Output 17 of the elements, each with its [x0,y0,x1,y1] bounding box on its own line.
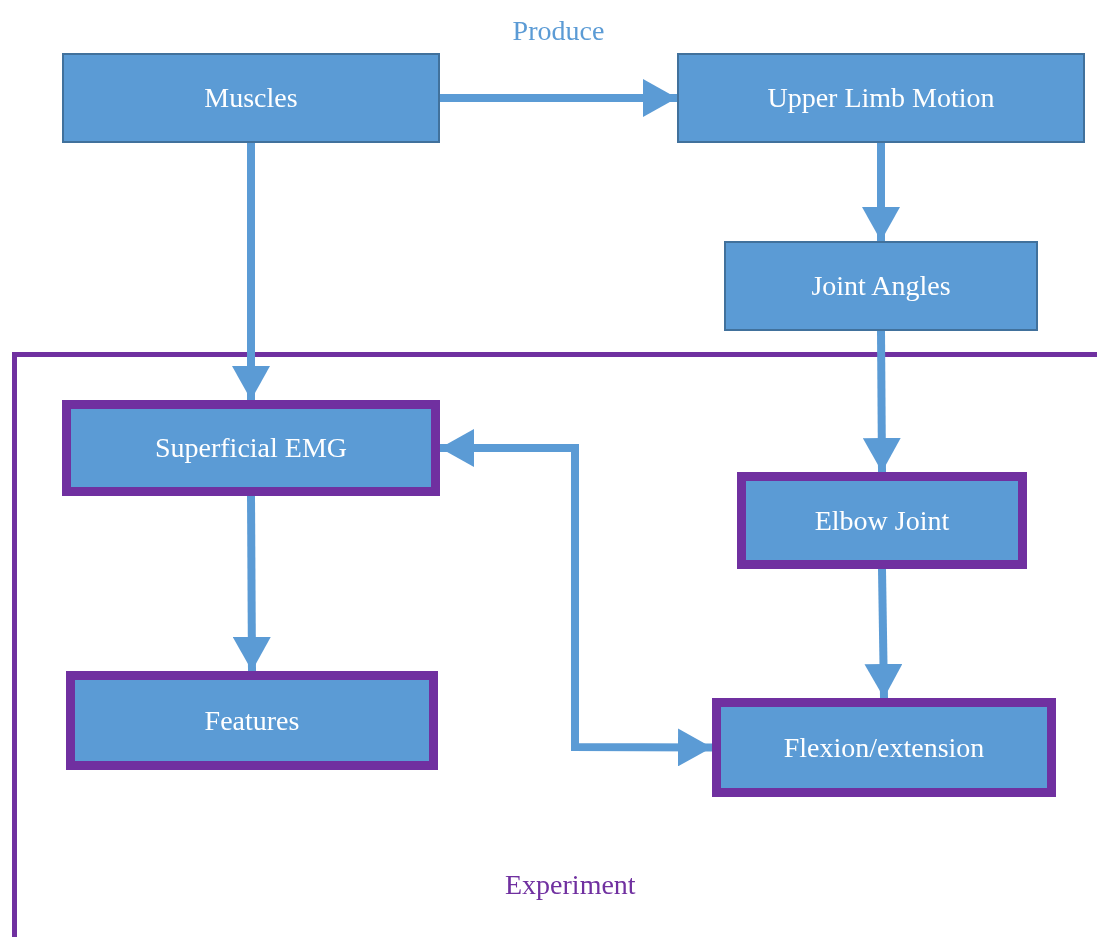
edge-label: Produce [512,14,605,48]
arrow [232,143,270,400]
arrow [440,429,712,767]
process-box: Elbow Joint [737,472,1027,569]
process-box: Features [66,671,438,770]
process-box: Superficial EMG [62,400,440,496]
arrow [864,568,903,699]
arrow [862,143,900,241]
group-label: Experiment [505,868,636,902]
arrow [862,330,901,473]
arrow [232,495,271,672]
arrow [440,79,677,117]
process-box: Flexion/extension [712,698,1056,797]
process-box: Muscles [62,53,440,143]
process-box: Joint Angles [724,241,1038,331]
process-box: Upper Limb Motion [677,53,1085,143]
group-frame [12,352,1097,937]
